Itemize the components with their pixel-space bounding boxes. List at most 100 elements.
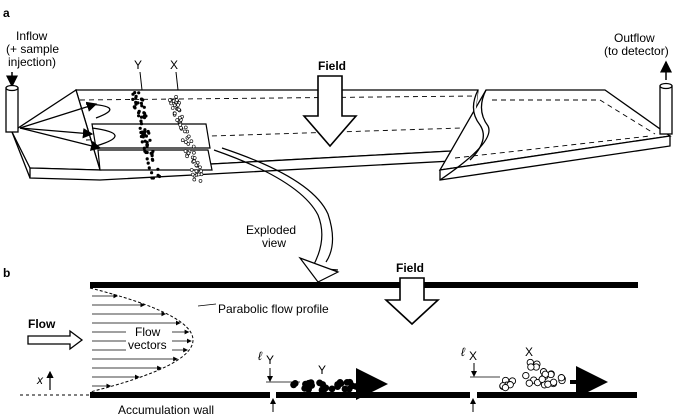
band-y-dot: [145, 143, 149, 147]
band-y-dot: [147, 166, 151, 170]
band-y-dot: [151, 149, 155, 153]
band-x-dot: [178, 115, 182, 120]
band-y-dot: [156, 167, 160, 171]
cloud-x-particle: [538, 375, 546, 383]
cloud-y-particle: [290, 381, 297, 389]
cloud-x-particle: [501, 383, 510, 392]
band-y-dot: [150, 157, 154, 161]
band-x-dot: [185, 154, 189, 159]
field-arrow-a: [302, 75, 358, 148]
exploded-line-1: Exploded: [246, 223, 296, 237]
cloud-y-particle: [328, 385, 336, 393]
band-x-dot: [184, 125, 188, 130]
band-y-dot: [139, 130, 143, 135]
flow-vectors-line-1: Flow: [135, 325, 161, 339]
channel-left-section: [11, 88, 479, 181]
band-y-dot: [142, 105, 146, 109]
band-x-dot: [183, 129, 187, 134]
flow-label: Flow: [28, 317, 56, 331]
band-x-dot: [192, 177, 197, 182]
band-x-dot: [191, 172, 195, 177]
band-x-dot: [175, 98, 179, 102]
band-y-dot: [145, 157, 149, 161]
band-y-dot: [139, 101, 143, 105]
cloud-y-particles: [290, 378, 362, 394]
band-x-dot: [169, 101, 173, 106]
accumulation-wall-seg-2: [276, 392, 470, 398]
band-x-dot: [170, 106, 175, 110]
cloud-x-particle: [527, 363, 535, 371]
field-arrow-b: [383, 277, 441, 326]
cloud-y-particle: [341, 385, 349, 393]
ly-main: ℓ: [258, 349, 263, 363]
inflow-line-2: (+ sample: [6, 42, 59, 56]
top-wall: [90, 282, 638, 288]
band-x-dot: [177, 107, 181, 112]
band-y-particles: [131, 91, 162, 180]
lx-sub: X: [469, 349, 477, 363]
accumulation-wall-label: Accumulation wall: [118, 403, 214, 417]
band-x-dot: [174, 95, 178, 99]
field-label-a: Field: [318, 59, 346, 73]
flow-vectors-line-2: vectors: [128, 338, 167, 352]
band-x-dot: [194, 163, 199, 168]
band-x-dot: [187, 134, 191, 139]
band-y-pointer: [139, 71, 143, 91]
cloud-x-particle: [522, 371, 530, 380]
band-y-dot: [137, 111, 141, 115]
cloud-x-particle: [525, 379, 533, 387]
band-x-dot: [198, 165, 202, 170]
band-x-dot: [173, 111, 177, 116]
band-x-dot: [184, 140, 188, 144]
band-y-dot: [145, 150, 149, 155]
band-y-dot: [138, 126, 142, 130]
band-y-dot: [150, 154, 154, 158]
channel-right-section: [438, 89, 672, 181]
band-x-label: X: [170, 58, 178, 72]
exploded-arrow-head: [298, 256, 340, 283]
cloud-y-particle: [302, 380, 309, 388]
band-y-dot: [143, 139, 147, 143]
band-y-dot: [132, 105, 136, 109]
band-y-dot: [131, 92, 135, 96]
band-y-dot: [142, 146, 146, 150]
panel-a-profiles: [19, 101, 116, 151]
outflow-tube-top: [659, 82, 673, 90]
cloud-x-particle: [557, 374, 566, 382]
cloud-x-particles: [499, 358, 566, 392]
cloud-y-particle: [348, 382, 356, 390]
cloud-y-particle: [322, 384, 330, 392]
band-x-dot: [186, 151, 191, 155]
field-label-b: Field: [396, 261, 424, 275]
band-x-dot: [183, 149, 188, 153]
inflow-tube: [5, 87, 19, 133]
inflow-line-3: injection): [8, 55, 56, 69]
band-x-dot: [192, 156, 197, 160]
parabolic-flow-profile-label: Parabolic flow profile: [218, 302, 329, 316]
cloud-y-particle: [336, 379, 344, 386]
outflow-tube: [659, 85, 673, 135]
break-line-right: [439, 89, 490, 181]
cloud-y-label: Y: [318, 363, 326, 377]
panel-a-letter: a: [3, 6, 10, 20]
band-y-label: Y: [134, 58, 142, 72]
band-y-dot: [156, 173, 160, 177]
band-y-dot: [139, 115, 144, 119]
band-x-dot: [196, 172, 201, 177]
parabolic-label-leader: [197, 303, 217, 307]
band-y-dot: [150, 171, 154, 175]
flow-arrow: [27, 329, 84, 351]
band-x-particles: [168, 95, 204, 183]
outflow-label: Outflow (to detector): [604, 31, 669, 58]
band-y-dot: [141, 98, 145, 102]
band-y-dot: [140, 140, 144, 144]
inflow-tube-top: [5, 84, 19, 92]
band-y-dot: [139, 122, 144, 126]
band-y-dot: [143, 133, 147, 137]
cloud-x-particle: [549, 378, 558, 386]
outflow-line-1: Outflow: [614, 31, 655, 45]
band-y-dot: [137, 91, 141, 95]
band-x-pointer: [175, 71, 179, 91]
band-y-dot: [146, 161, 150, 165]
x-axis-label: x: [36, 373, 44, 387]
